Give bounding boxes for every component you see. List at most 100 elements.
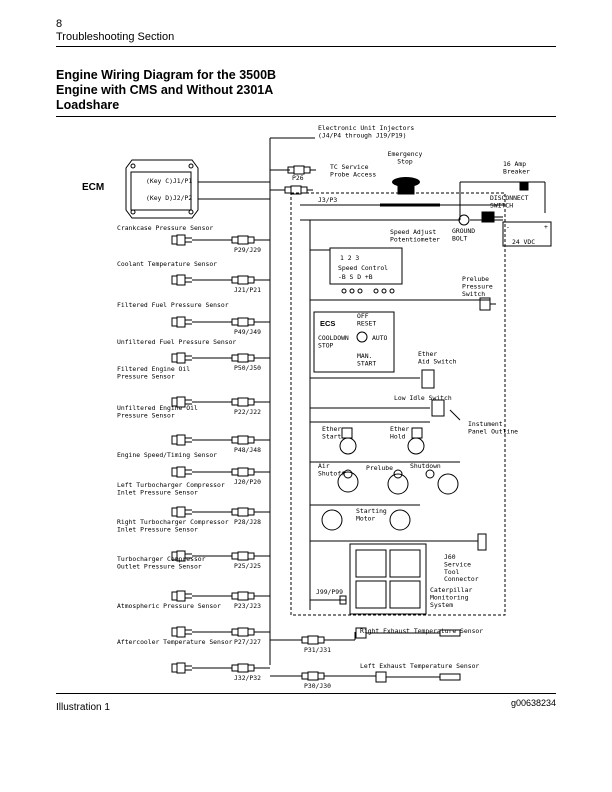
sensor-connector-plug [231, 398, 239, 406]
sensor-hex [176, 434, 186, 446]
sensor-tip [171, 591, 178, 601]
p30-connector-socket [317, 672, 325, 680]
p26-connector-body [293, 165, 305, 175]
sensor-label: Atmospheric Pressure Sensor [117, 602, 221, 610]
speed-control-terminal [373, 288, 379, 294]
j3p3-connector-socket [300, 186, 308, 194]
title-rule [56, 116, 556, 117]
sensor-label: Filtered Fuel Pressure Sensor [117, 301, 229, 309]
sensor-tip [171, 235, 178, 245]
speed-control-terminal [389, 288, 395, 294]
monitor-gauge [355, 549, 387, 578]
sensor-connector-body [237, 507, 249, 517]
ecm-bolt [130, 163, 136, 169]
estop-base [397, 185, 415, 195]
sensor-hex [176, 352, 186, 364]
ecm-bolt [188, 163, 194, 169]
p30-connector-body [307, 671, 319, 681]
sensor-connector-plug [231, 436, 239, 444]
sensor-connector-socket [247, 552, 255, 560]
ether-hold-relay [407, 437, 425, 455]
sensor-connector-body [237, 551, 249, 561]
ether-hold-solenoid [411, 427, 423, 439]
p30j30-label: P30/J30 [304, 682, 331, 690]
ecs-label: ECS [320, 319, 335, 328]
j99-label: J99/P99 [316, 588, 343, 596]
shutdown-label: Shutdown [410, 462, 441, 470]
connector-label: P22/J22 [234, 408, 261, 416]
sensor-connector-body [237, 467, 249, 477]
connector-label: J32/P32 [234, 674, 261, 682]
ether-start-relay [339, 437, 357, 455]
monitor-gauge [355, 580, 387, 609]
connector-label: P25/J25 [234, 562, 261, 570]
ecm-key2-label: (Key D)J2/P2 [146, 194, 192, 202]
p31-connector-body [307, 635, 319, 645]
ecm-housing [125, 159, 199, 219]
ecs-panel [313, 311, 395, 373]
sensor-connector-plug [231, 236, 239, 244]
ether-start-solenoid [341, 427, 353, 439]
title-line: Engine with CMS and Without 2301A [56, 83, 274, 97]
sensor-connector-body [237, 275, 249, 285]
sensor-connector-body [237, 663, 249, 673]
p26-connector-socket [303, 166, 311, 174]
speed-control-box [329, 247, 403, 285]
sensor-connector-body [237, 435, 249, 445]
left-exhaust-probe [439, 673, 461, 681]
sensor-connector-body [237, 591, 249, 601]
left-exhaust-body [375, 671, 387, 683]
sensor-hex [176, 466, 186, 478]
sensor-connector-plug [231, 508, 239, 516]
sensor-tip [171, 663, 178, 673]
ecs-auto-label: AUTO [372, 334, 388, 342]
battery-label: 24 VDC [512, 238, 535, 246]
prelube-relay [387, 473, 409, 495]
sensor-connector-socket [247, 318, 255, 326]
speed-control-letters: -B S D +B [338, 273, 373, 281]
sensor-connector-body [237, 353, 249, 363]
sensor-hex [176, 274, 186, 286]
sensor-connector-socket [247, 436, 255, 444]
ecs-man-label: MAN.START [357, 352, 376, 367]
sensor-connector-plug [231, 318, 239, 326]
battery [502, 221, 552, 247]
shutdown-relay [437, 473, 459, 495]
sensor-tip [171, 627, 178, 637]
sensor-connector-socket [247, 508, 255, 516]
speed-control-terminal [341, 288, 347, 294]
low-idle-label: Low Idle Switch [394, 394, 452, 402]
ecm-bolt [130, 209, 136, 215]
page-number: 8 [56, 18, 63, 30]
speed-control-label: Speed Control [338, 264, 388, 272]
connector-label: P49/J49 [234, 328, 261, 336]
sensor-connector-socket [247, 276, 255, 284]
speed-control-terminal [349, 288, 355, 294]
left-exhaust-label: Left Exhaust Temperature Sensor [360, 662, 479, 670]
sensor-hex [176, 234, 186, 246]
sensor-tip [171, 467, 178, 477]
sensor-tip [171, 435, 178, 445]
sensor-connector-socket [247, 468, 255, 476]
sensor-connector-socket [247, 628, 255, 636]
sensor-label: Unfiltered Fuel Pressure Sensor [117, 338, 236, 346]
ground-bolt [458, 214, 470, 226]
connector-label: P48/J48 [234, 446, 261, 454]
sensor-connector-body [237, 317, 249, 327]
sensor-connector-plug [231, 354, 239, 362]
sensor-connector-socket [247, 236, 255, 244]
